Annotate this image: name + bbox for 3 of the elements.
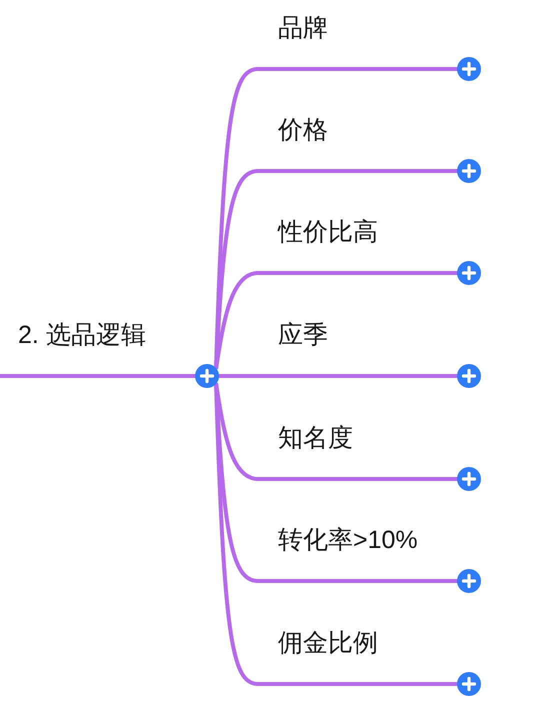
branch-connector bbox=[216, 374, 258, 378]
branch-connector bbox=[214, 382, 258, 686]
branch-connector bbox=[214, 271, 258, 370]
